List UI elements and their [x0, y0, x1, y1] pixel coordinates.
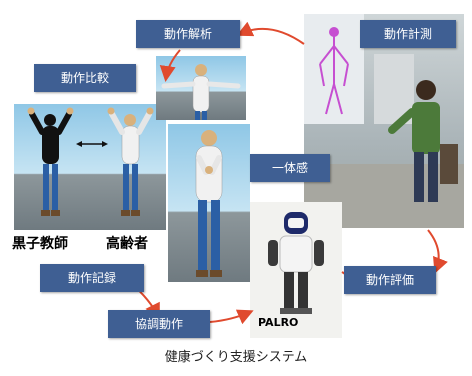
skeleton-overlay: [319, 36, 349, 115]
label-coordinated-motion: 協調動作: [108, 310, 210, 338]
clapping-figure: [195, 130, 223, 277]
measurement-photo-panel: [304, 14, 464, 228]
robot-name-label: PALRO: [258, 316, 299, 329]
label-motion-analysis: 動作解析: [136, 20, 240, 48]
tpose-figure: [161, 64, 241, 120]
robot-photo-panel: PALRO: [250, 202, 342, 338]
elderly-caption: 高齢者: [106, 236, 148, 252]
label-motion-measurement: 動作計測: [360, 20, 456, 48]
figure-caption: 健康づくり支援システム: [164, 350, 308, 365]
elderly-figure: [107, 107, 154, 216]
robot-figure: [268, 212, 324, 314]
label-motion-recording: 動作記録: [40, 264, 144, 292]
label-motion-comparison: 動作比較: [34, 64, 136, 92]
kuroko-figure: [27, 107, 74, 216]
analysis-top-panel: [156, 56, 246, 120]
label-motion-evaluation: 動作評価: [344, 266, 436, 294]
comparison-panel: [14, 104, 166, 230]
measurement-scene: [304, 14, 464, 228]
arrow-measure-to-analysis: [236, 21, 305, 45]
analysis-main-panel: [168, 124, 250, 282]
arrow-coord-to-robot: [209, 309, 254, 325]
compare-arrow: [76, 141, 108, 147]
comparison-figures: [27, 107, 154, 216]
label-sense-of-unity: 一体感: [250, 154, 330, 182]
kuroko-teacher-caption: 黒子教師: [12, 236, 68, 252]
arrow-measure-to-evaluation: [427, 229, 448, 274]
